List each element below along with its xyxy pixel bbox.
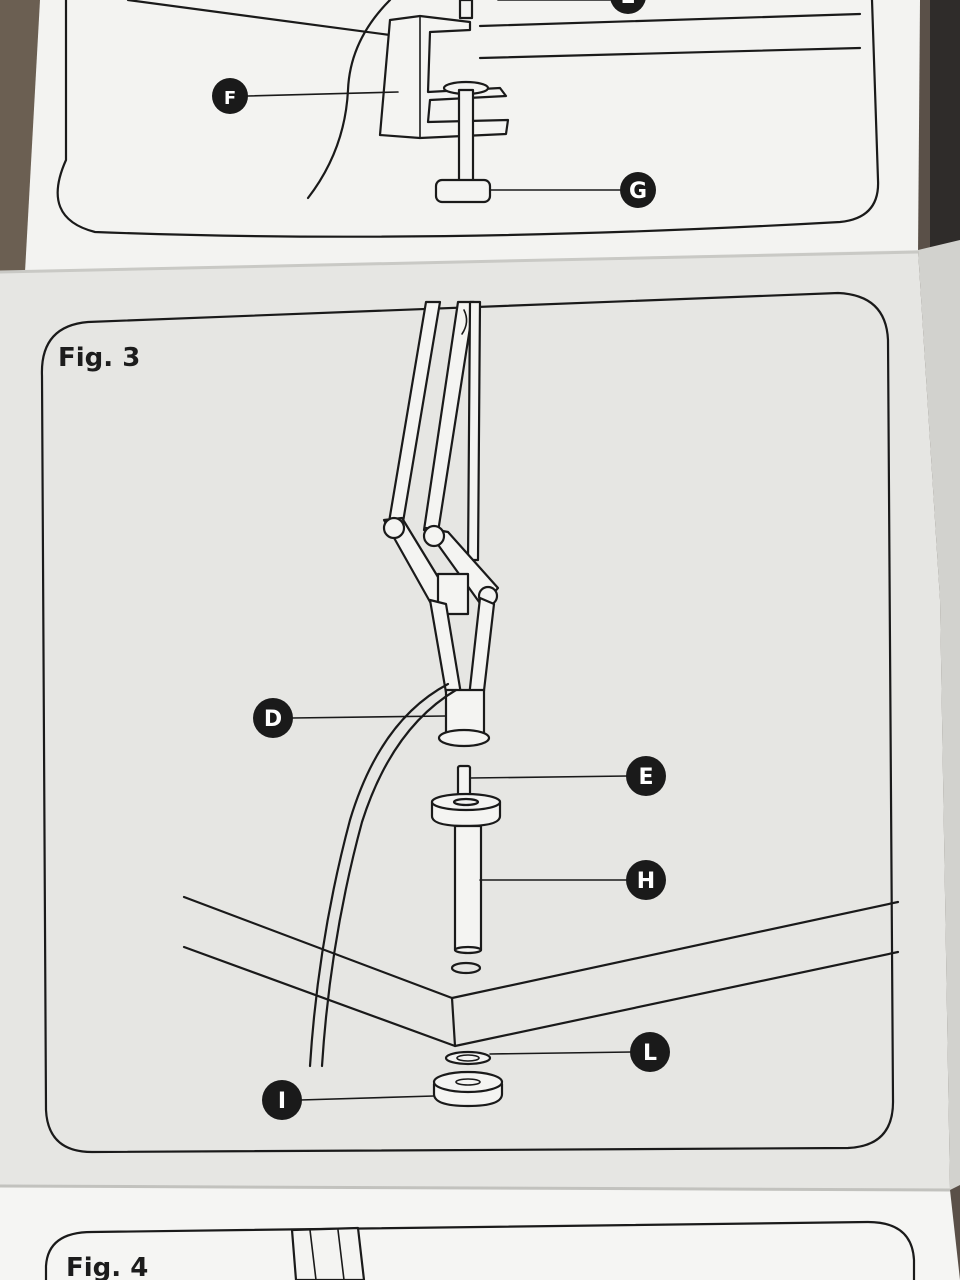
- callout-top-e-label: E: [620, 0, 635, 9]
- desk-edge-line: [478, 46, 862, 60]
- figure-4-lamp-arm: [309, 1229, 317, 1280]
- power-cable-outer: [308, 682, 450, 1068]
- lamp-arm-post: [458, 0, 474, 20]
- lock-nut-hole: [455, 1078, 481, 1086]
- mount-flange-hole: [452, 797, 480, 807]
- figure-2-frame: [56, 0, 880, 238]
- callout-f: F: [212, 78, 248, 114]
- leader-line-d: [291, 715, 447, 719]
- desk-edge-line: [126, 0, 392, 37]
- paper-panel-bottom: [0, 1185, 960, 1280]
- paper-fold-crease-top: [0, 250, 919, 274]
- clamp-body: [378, 14, 510, 140]
- lock-nut-top: [432, 1070, 504, 1094]
- clamp-knob: [434, 178, 492, 204]
- callout-h: H: [626, 860, 666, 900]
- paper-fold-crease-bottom: [0, 1184, 951, 1192]
- washer: [444, 1050, 492, 1066]
- callout-g: G: [620, 172, 656, 208]
- arm-base-collar: [437, 728, 491, 748]
- leader-line-e: [469, 775, 629, 779]
- callout-l: L: [630, 1032, 670, 1072]
- callout-e: E: [626, 756, 666, 796]
- clamp-screw: [457, 88, 475, 184]
- callout-i-label: I: [278, 1089, 286, 1114]
- callout-d-label: D: [264, 707, 282, 732]
- mount-rod: [453, 824, 483, 952]
- figure-4-title: Fig. 4: [66, 1253, 148, 1280]
- power-cable-inner: [320, 688, 458, 1068]
- figure-3-title: Fig. 3: [58, 343, 140, 373]
- dark-object-top-right: [930, 0, 960, 260]
- figure-4-partial: Fig. 4: [44, 1220, 916, 1280]
- paper-fold-edge-right: [918, 240, 960, 1190]
- figure-4-lamp-arm: [337, 1229, 345, 1280]
- arm-spring: [461, 309, 468, 335]
- callout-g-label: G: [629, 179, 647, 204]
- desk-edge-line: [478, 12, 862, 28]
- figure-2-partial: E F G: [56, 0, 880, 238]
- leader-line-i: [299, 1095, 435, 1101]
- callout-top-e: E: [610, 0, 646, 14]
- arm-base-post: [444, 688, 486, 736]
- callout-l-label: L: [643, 1041, 657, 1066]
- lamp-arm-rear-rod: [466, 300, 482, 562]
- figure-4-lamp-base: [290, 1226, 366, 1280]
- leader-line-f: [247, 91, 399, 97]
- callout-d: D: [253, 698, 293, 738]
- callout-i: I: [262, 1080, 302, 1120]
- lamp-cable: [306, 0, 392, 200]
- mount-rod-end: [453, 945, 483, 955]
- figure-3: Fig. 3: [40, 291, 900, 1154]
- desk-hole: [450, 961, 482, 975]
- figure-3-frame: [40, 291, 895, 1154]
- washer-hole: [456, 1054, 480, 1062]
- callout-f-label: F: [224, 88, 236, 109]
- leader-line-l: [489, 1051, 633, 1055]
- callout-h-label: H: [637, 869, 655, 894]
- elbow-joint-right: [422, 524, 446, 548]
- figure-4-frame: [44, 1220, 916, 1280]
- callout-e-label: E: [638, 765, 653, 790]
- desk-corner-edge: [450, 996, 457, 1048]
- elbow-joint-left: [382, 516, 406, 540]
